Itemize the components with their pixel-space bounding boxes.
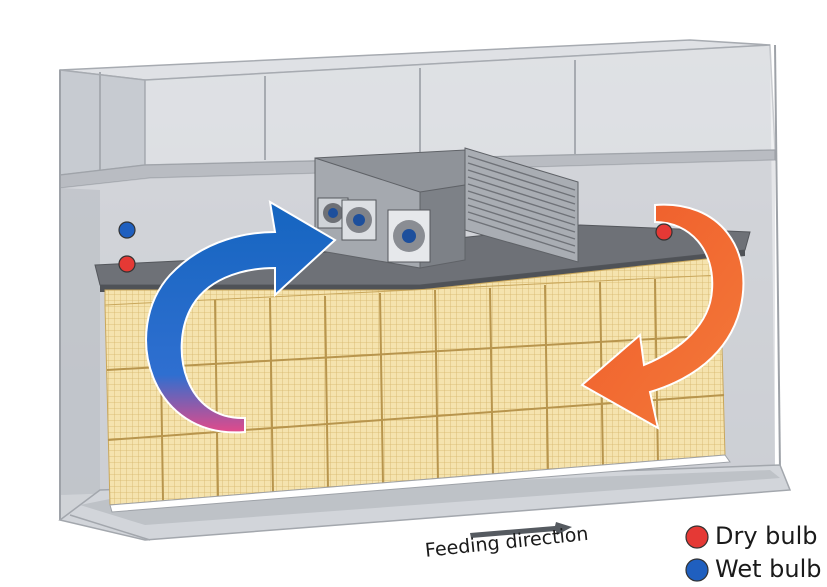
legend-dry-bulb-icon [685,525,709,549]
legend-dry-bulb-label: Dry bulb [715,522,818,550]
legend-wet-bulb-label: Wet bulb [715,555,822,583]
dry-bulb-sensor-icon [118,255,136,273]
feeding-direction-arrow-icon [470,522,572,538]
fan-icon [341,199,377,241]
wet-bulb-sensor-icon [118,221,136,239]
legend-wet-bulb-icon [685,558,709,582]
fan-icon [387,209,431,263]
load-stack [104,257,731,513]
airflow-arrow-left [145,200,337,434]
heater-louvers [464,147,579,263]
airflow-arrow-right [580,203,745,430]
dry-bulb-sensor-icon [655,223,673,241]
